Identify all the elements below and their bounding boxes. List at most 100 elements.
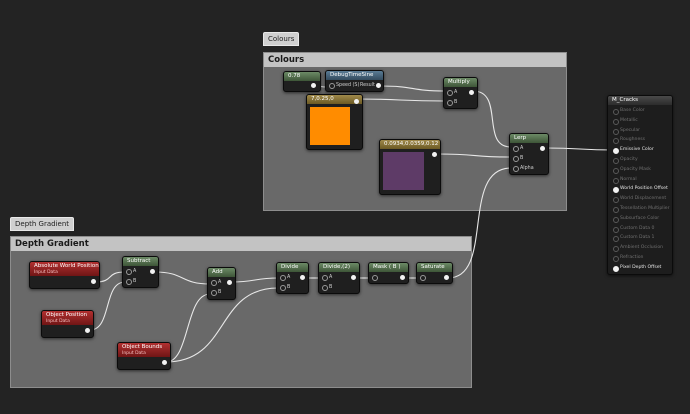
wire-orange-to-multiply-b <box>354 98 446 102</box>
result-output-pin[interactable] <box>376 83 381 88</box>
object-bounds-node[interactable]: Object Bounds Input Data <box>117 342 171 370</box>
material-input-pin[interactable] <box>613 226 619 233</box>
divide-pin-b[interactable] <box>280 285 286 291</box>
multiply-node[interactable]: Multiply A B <box>443 77 478 109</box>
divide-pin-a[interactable] <box>280 275 286 281</box>
object-position-node[interactable]: Object Position Input Data <box>41 310 94 338</box>
subtract-output-pin[interactable] <box>150 269 155 274</box>
mask-node[interactable]: Mask ( B ) <box>368 262 409 284</box>
lerp-pin-alpha[interactable] <box>513 166 519 172</box>
orange-vector-title: 7,0.25,0 <box>307 95 362 104</box>
add-node[interactable]: Add A B <box>207 267 236 300</box>
subtract-pin-a-label: A <box>133 269 137 274</box>
material-pin-label: Pixel Depth Offset <box>620 264 662 270</box>
material-pin-label: Opacity Mask <box>620 166 651 172</box>
constant-node-label: 0.78 <box>284 72 320 81</box>
purple-vector-node[interactable]: 0.0934,0.0359,0.12 <box>379 139 441 195</box>
purple-color-swatch <box>383 152 424 190</box>
material-input-pin[interactable] <box>613 187 619 194</box>
material-pin-label: Refraction <box>620 255 644 260</box>
saturate-output-pin[interactable] <box>444 275 449 280</box>
object-position-output-pin[interactable] <box>85 328 90 333</box>
saturate-node[interactable]: Saturate <box>416 262 453 284</box>
multiply-output-pin[interactable] <box>469 90 474 95</box>
divide-output-pin[interactable] <box>300 275 305 280</box>
saturate-input-pin[interactable] <box>420 275 426 281</box>
material-input-pin[interactable] <box>613 197 619 204</box>
wire-lerp-to-emissive <box>545 147 614 151</box>
absolute-world-position-node[interactable]: Absolute World Position Input Data <box>29 261 100 289</box>
material-input-pin[interactable] <box>613 207 619 213</box>
material-input-pin[interactable] <box>613 167 619 174</box>
material-input-pin[interactable] <box>613 158 619 164</box>
mask-output-pin[interactable] <box>400 275 405 280</box>
divide-node[interactable]: Divide A B <box>276 262 309 294</box>
material-input-pin[interactable] <box>613 236 619 243</box>
material-input-pin[interactable] <box>613 148 619 155</box>
colours-comment-title: Colours <box>264 53 566 67</box>
absolute-world-position-header: Absolute World Position Input Data <box>30 262 99 276</box>
wire-add-to-divide-a <box>231 277 279 283</box>
material-pin-label: Metallic <box>620 117 638 123</box>
orange-vector-node[interactable]: 7,0.25,0 <box>306 94 363 150</box>
depth-comment-tab[interactable]: Depth Gradient <box>10 217 75 231</box>
subtract-title: Subtract <box>123 257 158 266</box>
wire-objpos-to-subtract-b <box>89 281 126 331</box>
material-pin-label: Normal <box>620 176 637 182</box>
material-input-pin[interactable] <box>613 128 619 135</box>
debug-time-sine-node[interactable]: DebugTimeSine Speed (S) Result <box>325 70 384 92</box>
colours-comment-tab[interactable]: Colours <box>263 32 300 46</box>
divide-2-pin-a-label: A <box>329 275 333 280</box>
wire-multiply-to-lerp-a <box>472 90 512 148</box>
multiply-pin-b[interactable] <box>447 100 453 106</box>
subtract-pin-b[interactable] <box>126 279 132 285</box>
divide-2-pin-b-label: B <box>329 285 333 290</box>
divide-2-node[interactable]: Divide,(2) A B <box>318 262 360 294</box>
material-input-pin[interactable] <box>613 138 619 145</box>
subtract-pin-a[interactable] <box>126 269 132 275</box>
subtract-node[interactable]: Subtract A B <box>122 256 159 288</box>
lerp-node[interactable]: Lerp A B Alpha <box>509 133 549 175</box>
material-pin-label: Base Color <box>620 108 645 113</box>
absolute-world-position-title: Absolute World Position <box>34 263 99 269</box>
add-pin-b[interactable] <box>211 290 217 296</box>
divide-pin-b-label: B <box>287 285 291 290</box>
divide-2-output-pin[interactable] <box>351 275 356 280</box>
lerp-pin-a[interactable] <box>513 146 519 152</box>
purple-output-pin[interactable] <box>432 152 437 157</box>
orange-output-pin[interactable] <box>354 99 359 104</box>
mask-input-pin[interactable] <box>372 275 378 281</box>
add-output-pin[interactable] <box>227 280 232 285</box>
material-input-pin[interactable] <box>613 265 619 272</box>
orange-color-swatch <box>310 107 350 145</box>
world-position-output-pin[interactable] <box>91 279 96 284</box>
material-input-pin[interactable] <box>613 256 619 262</box>
depth-comment-title: Depth Gradient <box>11 237 471 251</box>
constant-output-pin[interactable] <box>311 83 316 88</box>
material-input-pin[interactable] <box>613 246 619 253</box>
material-pin-label: Emissive Color <box>620 147 654 153</box>
material-input-pin[interactable] <box>613 118 619 125</box>
divide-2-title: Divide,(2) <box>319 263 359 272</box>
multiply-pin-a[interactable] <box>447 90 453 96</box>
lerp-output-pin[interactable] <box>540 146 545 151</box>
lerp-pin-b[interactable] <box>513 156 519 162</box>
material-pin-label: Tessellation Multiplier <box>620 206 670 211</box>
material-input-pin[interactable] <box>613 109 619 115</box>
add-pin-a[interactable] <box>211 280 217 286</box>
material-pin-label: Subsurface Color <box>620 215 660 221</box>
material-pin-label: Custom Data 1 <box>620 235 655 241</box>
object-bounds-output-pin[interactable] <box>162 360 167 365</box>
material-pin-label: Specular <box>620 127 641 133</box>
wire-bounds-to-divide-b <box>165 287 279 363</box>
lerp-pin-a-label: A <box>520 146 524 151</box>
material-input-pin[interactable] <box>613 177 619 184</box>
constant-node-078[interactable]: 0.78 <box>283 71 321 92</box>
material-input-pin[interactable] <box>613 216 619 223</box>
speed-input-pin[interactable] <box>329 83 335 89</box>
add-pin-b-label: B <box>218 290 222 295</box>
divide-2-pin-b[interactable] <box>322 285 328 291</box>
divide-2-pin-a[interactable] <box>322 275 328 281</box>
